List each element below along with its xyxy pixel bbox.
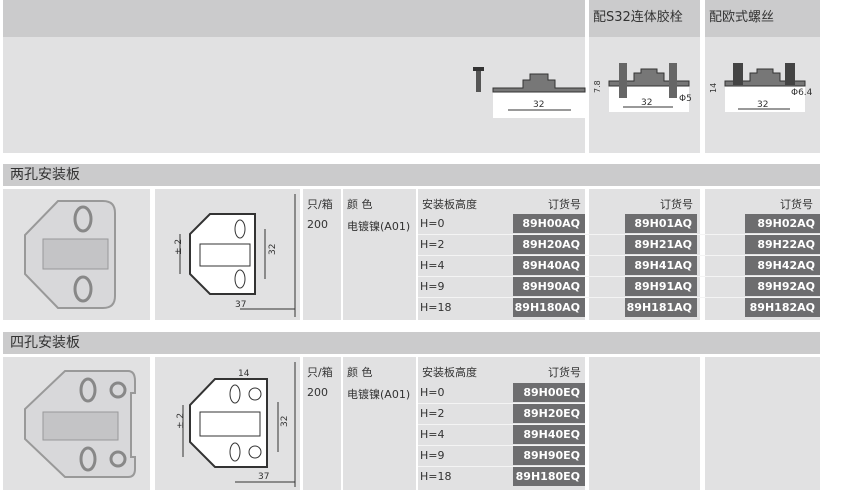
svg-text:37: 37 [258, 472, 269, 482]
order-code: 89H180AQ [513, 298, 585, 317]
height-value: H=18 [420, 301, 452, 314]
qty-value: 200 [307, 386, 328, 399]
svg-text:Φ5: Φ5 [679, 94, 692, 104]
order-code: 89H182AQ [745, 298, 820, 317]
order-code: 89H90EQ [513, 446, 585, 465]
four-hole-dimension-drawing: 14 32 ± 2 37 [176, 362, 296, 487]
svg-text:32: 32 [280, 416, 290, 427]
screw-mount-panel: 32 [3, 37, 586, 153]
order-header: 订货号 [660, 198, 693, 211]
svg-text:32: 32 [757, 100, 768, 110]
wood-screw-drawing: 32 [473, 67, 586, 118]
order-code: 89H00EQ [513, 383, 585, 402]
svg-text:14: 14 [709, 83, 718, 93]
order-code: 89H00AQ [513, 214, 585, 233]
section-title-four-hole: 四孔安装板 [3, 332, 820, 354]
svg-text:Φ6.4: Φ6.4 [791, 88, 813, 98]
order-code: 89H92AQ [745, 277, 820, 296]
order-code: 89H20AQ [513, 235, 585, 254]
height-value: H=0 [420, 386, 445, 399]
two-hole-plate-drawing: 32 ± 2 37 [155, 189, 300, 320]
top-header-blank [3, 0, 585, 37]
height-value: H=2 [420, 238, 445, 251]
svg-text:14: 14 [238, 369, 250, 379]
color-header: 颜 色 [347, 366, 373, 379]
color-header: 颜 色 [347, 198, 373, 211]
height-header: 安装板高度 [422, 366, 477, 379]
order-code: 89H22AQ [745, 235, 820, 254]
two-hole-plate-photo [3, 189, 150, 320]
height-value: H=9 [420, 280, 445, 293]
two-hole-plate-image [24, 200, 116, 309]
qty-header: 只/箱 [307, 366, 333, 379]
height-value: H=18 [420, 470, 452, 483]
order-code: 89H181AQ [625, 298, 697, 317]
order-code: 89H91AQ [625, 277, 697, 296]
svg-text:± 2: ± 2 [174, 239, 184, 255]
four-hole-plate-image [24, 370, 136, 478]
color-value: 电镀镍(A01) [347, 220, 411, 233]
order-header: 订货号 [548, 366, 581, 379]
qty-header: 只/箱 [307, 198, 333, 211]
order-code: 89H40EQ [513, 425, 585, 444]
order-header: 订货号 [548, 198, 581, 211]
s32-dowel-drawing: 7.8 32 Φ5 [593, 63, 692, 112]
height-value: H=2 [420, 407, 445, 420]
order-code: 89H02AQ [745, 214, 820, 233]
height-value: H=4 [420, 259, 445, 272]
s32-dowel-panel: 7.8 32 Φ5 [589, 37, 700, 153]
col-title-s32: 配S32连体胶栓 [589, 0, 700, 37]
svg-text:32: 32 [268, 244, 278, 255]
order-code: 89H42AQ [745, 256, 820, 275]
height-value: H=0 [420, 217, 445, 230]
order-code: 89H01AQ [625, 214, 697, 233]
height-header: 安装板高度 [422, 198, 477, 211]
col-title-euro-screw: 配欧式螺丝 [705, 0, 820, 37]
order-code: 89H90AQ [513, 277, 585, 296]
order-code: 89H20EQ [513, 404, 585, 423]
four-hole-euro-column [705, 357, 820, 490]
order-header: 订货号 [780, 198, 813, 211]
order-code: 89H41AQ [625, 256, 697, 275]
four-hole-plate-photo [3, 357, 150, 490]
svg-text:32: 32 [533, 100, 544, 110]
order-code: 89H180EQ [513, 467, 585, 486]
order-code: 89H40AQ [513, 256, 585, 275]
svg-text:7.8: 7.8 [593, 80, 602, 93]
height-value: H=4 [420, 428, 445, 441]
height-value: H=9 [420, 449, 445, 462]
color-value: 电镀镍(A01) [347, 388, 411, 401]
euro-screw-panel: 14 32 Φ6.4 [705, 37, 820, 153]
qty-value: 200 [307, 218, 328, 231]
svg-text:32: 32 [641, 98, 652, 108]
svg-text:37: 37 [235, 300, 246, 310]
euro-screw-drawing: 14 32 Φ6.4 [709, 63, 813, 112]
four-hole-s32-column [589, 357, 700, 490]
section-title-two-hole: 两孔安装板 [3, 164, 820, 186]
four-hole-plate-drawing: 14 32 ± 2 37 [155, 357, 300, 490]
two-hole-dimension-drawing: 32 ± 2 37 [174, 194, 296, 317]
svg-text:± 2: ± 2 [176, 413, 186, 429]
order-code: 89H21AQ [625, 235, 697, 254]
